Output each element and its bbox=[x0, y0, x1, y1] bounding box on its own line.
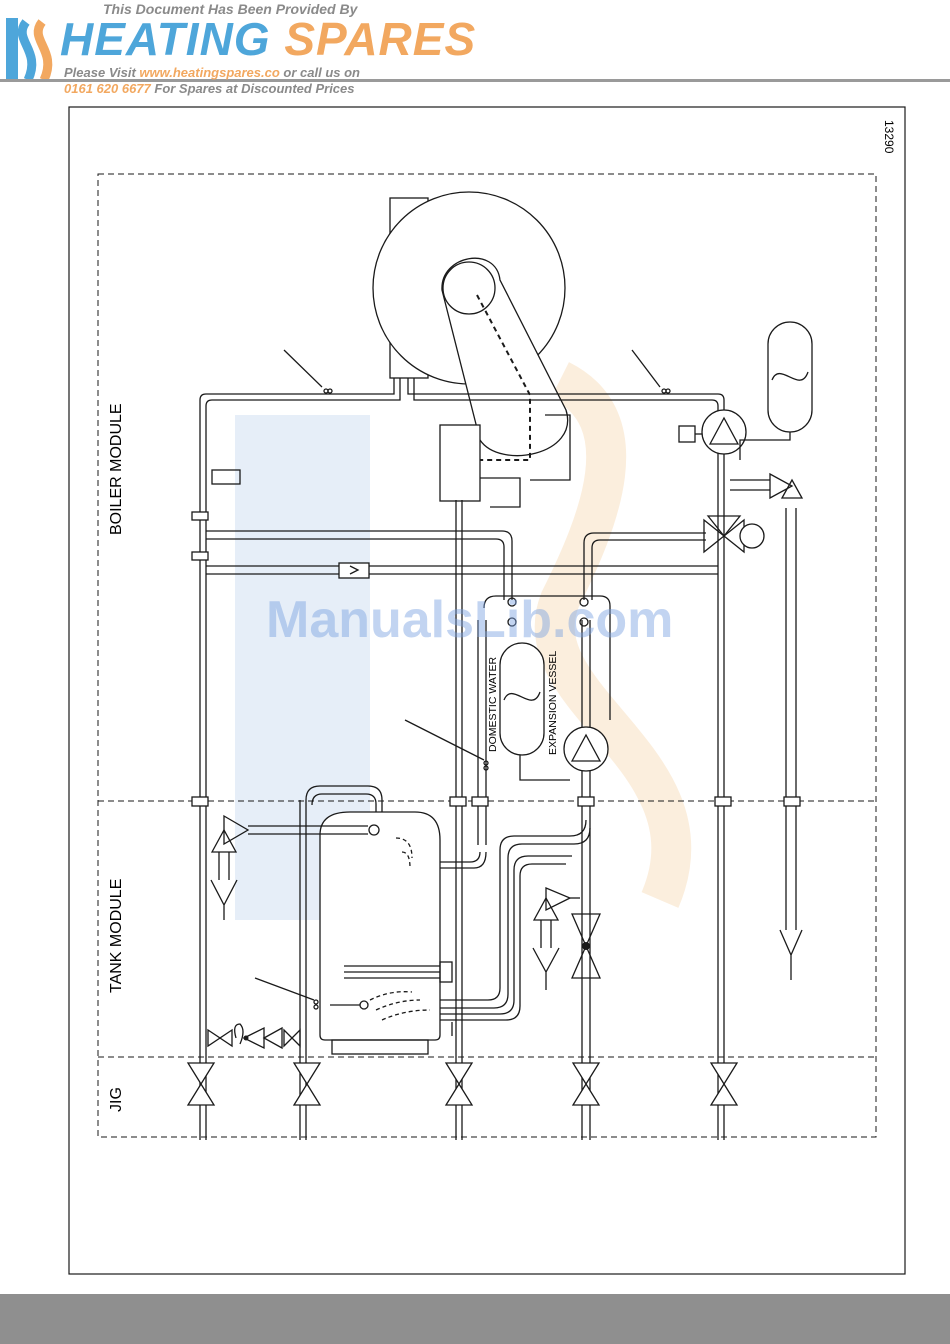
discharge-tundish bbox=[780, 930, 802, 980]
pressure-reducer bbox=[235, 1024, 243, 1044]
pump-motor-box bbox=[679, 426, 695, 442]
check-valve bbox=[208, 1030, 220, 1046]
valve-spindle bbox=[582, 942, 590, 950]
manualslib-watermark: ManualsLib.com bbox=[266, 590, 673, 650]
gas-valve bbox=[440, 425, 480, 501]
domestic-water-label: DOMESTIC WATER bbox=[487, 657, 499, 752]
jig-valve-5 bbox=[711, 1063, 737, 1105]
boiler-module-label: BOILER MODULE bbox=[108, 403, 125, 535]
leader-line-right bbox=[632, 350, 660, 387]
tank-prv-tundish bbox=[211, 880, 237, 920]
coil-flow-inner bbox=[440, 864, 566, 1020]
pipe-clip bbox=[784, 797, 800, 806]
pipe-clip bbox=[192, 797, 208, 806]
expansion-vessel-label: EXPANSION VESSEL bbox=[547, 651, 559, 755]
pipe-clip bbox=[192, 512, 208, 520]
tank-sensor-port bbox=[360, 1001, 368, 1009]
immersion-head bbox=[440, 962, 452, 982]
tank-module-label: TANK MODULE bbox=[108, 879, 125, 993]
tank-relief-discharge bbox=[541, 920, 551, 948]
tank-outlet bbox=[369, 825, 379, 835]
sensor-dot bbox=[666, 389, 670, 393]
vessel-connection bbox=[740, 432, 790, 460]
tank-flow-link bbox=[440, 852, 486, 868]
pipe-clip bbox=[472, 797, 488, 806]
pipe-clip bbox=[450, 797, 466, 806]
tank-relief-valve bbox=[546, 888, 570, 910]
pipe-clip bbox=[192, 552, 208, 560]
dhw-vessel-link bbox=[520, 755, 570, 780]
sensor-dot bbox=[314, 1000, 318, 1004]
jig-valve-1 bbox=[188, 1063, 214, 1105]
jig-valve-4 bbox=[573, 1063, 599, 1105]
tank-base bbox=[332, 1040, 428, 1054]
check-valve bbox=[220, 1030, 232, 1046]
jig-valve-3 bbox=[446, 1063, 472, 1105]
pipe-clip bbox=[578, 797, 594, 806]
sensor-dot bbox=[328, 389, 332, 393]
leader-line-tank bbox=[255, 978, 314, 1000]
domestic-water-pipe bbox=[478, 620, 486, 845]
safety-valve-pipe bbox=[730, 480, 770, 490]
jig-label: JIG bbox=[108, 1087, 125, 1112]
leader-line-left bbox=[284, 350, 322, 387]
discharge-pipe bbox=[786, 508, 796, 930]
storage-tank bbox=[320, 812, 440, 1040]
dhw-expansion-vessel bbox=[500, 643, 544, 755]
diverter-actuator bbox=[740, 524, 764, 548]
leader-line-dhw bbox=[405, 720, 484, 760]
non-return-valve bbox=[264, 1028, 282, 1048]
pipe-clip bbox=[715, 797, 731, 806]
tank-relief-tundish bbox=[533, 948, 559, 990]
reducer-dot bbox=[244, 1036, 249, 1041]
gas-valve-outlet bbox=[480, 478, 520, 507]
jig-valve-2 bbox=[294, 1063, 320, 1105]
figure-number: 13290 bbox=[882, 120, 896, 154]
isolating-valve-bottom bbox=[572, 946, 600, 978]
dhw-pump bbox=[564, 727, 608, 771]
footer-bar bbox=[0, 1294, 950, 1344]
flow-restrictor bbox=[339, 563, 369, 578]
check-valve bbox=[292, 1030, 300, 1046]
tank-prv-discharge bbox=[219, 852, 229, 880]
diverter-valve-left bbox=[704, 520, 724, 552]
sensor-dot bbox=[314, 1005, 318, 1009]
check-valve bbox=[284, 1030, 292, 1046]
coil-flow-outer bbox=[440, 856, 572, 1014]
isolating-valve-top bbox=[572, 914, 600, 946]
